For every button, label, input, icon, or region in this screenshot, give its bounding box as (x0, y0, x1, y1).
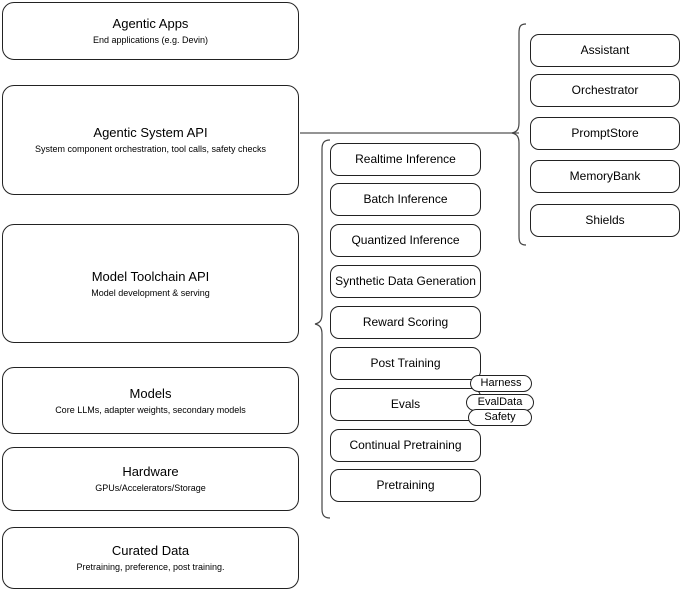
layer-box-model-toolchain-api[interactable]: Model Toolchain API Model development & … (2, 224, 299, 343)
layer-subtitle: Core LLMs, adapter weights, secondary mo… (55, 404, 246, 415)
layer-title: Models (129, 385, 172, 401)
system-component-box-memory-bank[interactable]: MemoryBank (530, 160, 680, 193)
evals-pill-harness[interactable]: Harness (470, 375, 532, 392)
capability-box-post-training[interactable]: Post Training (330, 347, 481, 380)
capability-box-realtime-inference[interactable]: Realtime Inference (330, 143, 481, 176)
capability-box-pretraining[interactable]: Pretraining (330, 469, 481, 502)
system-component-box-shields[interactable]: Shields (530, 204, 680, 237)
capability-box-continual-pretraining[interactable]: Continual Pretraining (330, 429, 481, 462)
layer-title: Curated Data (111, 543, 190, 558)
layer-title: Model Toolchain API (91, 268, 210, 284)
layer-box-agentic-system-api[interactable]: Agentic System API System component orch… (2, 85, 299, 195)
layer-box-agentic-apps[interactable]: Agentic Apps End applications (e.g. Devi… (2, 2, 299, 60)
layer-box-curated-data[interactable]: Curated Data Pretraining, preference, po… (2, 527, 299, 589)
capability-box-evals[interactable]: Evals (330, 388, 481, 421)
capability-box-synthetic-data-generation[interactable]: Synthetic Data Generation (330, 265, 481, 298)
system-component-box-orchestrator[interactable]: Orchestrator (530, 74, 680, 107)
layer-subtitle: Model development & serving (91, 287, 210, 298)
layer-box-models[interactable]: Models Core LLMs, adapter weights, secon… (2, 367, 299, 434)
layer-subtitle: Pretraining, preference, post training. (76, 562, 225, 572)
system-component-box-assistant[interactable]: Assistant (530, 34, 680, 67)
system-component-box-prompt-store[interactable]: PromptStore (530, 117, 680, 150)
layer-title: Hardware (122, 464, 179, 479)
layer-subtitle: End applications (e.g. Devin) (92, 35, 209, 45)
layer-box-hardware[interactable]: Hardware GPUs/Accelerators/Storage (2, 447, 299, 511)
capability-box-quantized-inference[interactable]: Quantized Inference (330, 224, 481, 257)
layer-title: Agentic Apps (112, 16, 189, 31)
capability-box-reward-scoring[interactable]: Reward Scoring (330, 306, 481, 339)
layer-subtitle: GPUs/Accelerators/Storage (95, 483, 206, 493)
capability-box-batch-inference[interactable]: Batch Inference (330, 183, 481, 216)
layer-subtitle: System component orchestration, tool cal… (34, 144, 267, 154)
layer-title: Agentic System API (93, 125, 208, 140)
evals-pill-safety[interactable]: Safety (468, 409, 532, 426)
